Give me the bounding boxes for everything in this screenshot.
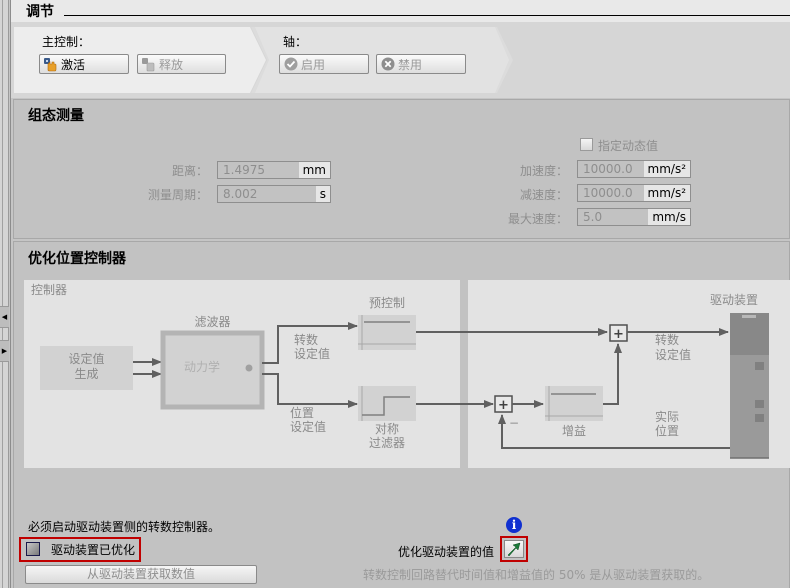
section-header: 调节 — [11, 0, 790, 22]
info-icon[interactable]: i — [506, 517, 522, 533]
activate-label: 激活 — [61, 57, 86, 72]
actual-position-line1: 实际 — [655, 410, 680, 424]
optimize-drive-highlight — [500, 536, 528, 562]
left-splitter[interactable]: ◀ ▶ — [0, 0, 9, 588]
position-setpoint-line1: 位置 — [290, 406, 315, 420]
period-label: 测量周期： — [147, 188, 208, 202]
period-field[interactable]: 8.002 s — [217, 185, 331, 203]
precontrol-label: 预控制 — [368, 296, 405, 310]
controller-label: 控制器 — [31, 283, 68, 297]
hand-control-icon — [43, 57, 58, 72]
tuning-panel: 调节 主控制： 激活 释放 — [11, 0, 790, 588]
period-value: 8.002 — [223, 187, 258, 201]
max-velocity-label: 最大速度： — [507, 212, 568, 226]
speed-controller-note: 必须启动驱动装置侧的转数控制器。 — [28, 520, 221, 534]
config-measurement-section: 组态测量 距离： 1.4975 mm 测量周期： 8.002 s 指定动态值 加… — [13, 99, 790, 239]
speed-setpoint-line2: 设定值 — [294, 347, 331, 361]
svg-text:+: + — [613, 327, 624, 342]
drive-optimized-highlight — [19, 537, 141, 562]
speed-setpoint-line1: 转数 — [294, 333, 319, 347]
release-button[interactable]: 释放 — [137, 54, 226, 74]
control-strip: 主控制： 激活 释放 轴： — [11, 22, 790, 98]
arrow-left-icon: ◀ — [1, 313, 8, 321]
distance-unit: mm — [298, 162, 330, 178]
collapse-left-button[interactable]: ◀ — [0, 306, 9, 328]
svg-text:+: + — [498, 398, 509, 413]
acceleration-label: 加速度： — [519, 164, 568, 178]
distance-field[interactable]: 1.4975 mm — [217, 161, 331, 179]
filter-label: 滤波器 — [194, 315, 231, 329]
acceleration-value: 10000.0 — [583, 162, 633, 176]
drive-optimized-checkbox[interactable] — [26, 542, 40, 556]
dynamics-label: 动力学 — [184, 360, 221, 374]
gain-label: 增益 — [561, 424, 586, 438]
deceleration-label: 减速度： — [519, 188, 568, 202]
disable-button[interactable]: 禁用 — [376, 54, 466, 74]
get-values-label: 从驱动装置获取数值 — [86, 567, 195, 581]
splitter-edge — [2, 0, 3, 588]
deceleration-unit: mm/s² — [643, 185, 690, 201]
max-velocity-field[interactable]: 5.0 mm/s — [577, 208, 691, 226]
max-velocity-value: 5.0 — [583, 210, 603, 224]
distance-label: 距离： — [171, 164, 208, 178]
minus-sign: − — [509, 416, 520, 430]
drive-label: 驱动装置 — [710, 293, 759, 307]
actual-position-line2: 位置 — [655, 424, 680, 438]
divider — [10, 0, 11, 588]
setpoint-gen-line2: 生成 — [74, 367, 99, 381]
dynamic-values-label: 指定动态值 — [598, 139, 659, 153]
get-values-from-drive-button[interactable]: 从驱动装置获取数值 — [25, 565, 257, 584]
controller-diagram: + + 控制器 设定值 生成 — [24, 280, 790, 468]
disable-label: 禁用 — [398, 57, 423, 72]
dynamic-values-checkbox[interactable] — [580, 138, 593, 151]
release-control-icon — [141, 57, 156, 72]
arrow-right-icon: ▶ — [1, 347, 8, 355]
title-underline — [64, 15, 790, 16]
acceleration-unit: mm/s² — [643, 161, 690, 177]
check-circle-icon — [283, 57, 298, 72]
optimize-title: 优化位置控制器 — [28, 251, 126, 267]
period-unit: s — [315, 186, 330, 202]
speed-setpoint-right-line1: 转数 — [655, 333, 680, 347]
diagram-lines: + + — [40, 313, 769, 459]
drive-values-info-text: 转数控制回路替代时间值和增益值的 50% 是从驱动装置获取的。 — [363, 568, 710, 582]
sym-filter-line1: 对称 — [374, 422, 399, 436]
enable-button[interactable]: 启用 — [279, 54, 369, 74]
setpoint-gen-line1: 设定值 — [68, 352, 105, 366]
config-measurement-title: 组态测量 — [28, 108, 84, 124]
acceleration-field[interactable]: 10000.0 mm/s² — [577, 160, 691, 178]
sym-filter-line2: 过滤器 — [368, 436, 405, 450]
release-label: 释放 — [159, 57, 184, 72]
arrow-up-right-icon — [507, 542, 521, 557]
page-title: 调节 — [26, 4, 54, 20]
position-setpoint-line2: 设定值 — [290, 420, 327, 434]
drive-optimized-label: 驱动装置已优化 — [51, 543, 136, 557]
optimize-drive-values-label: 优化驱动装置的值 — [398, 545, 495, 559]
enable-label: 启用 — [301, 57, 326, 72]
speed-setpoint-right-line2: 设定值 — [655, 348, 692, 362]
x-circle-icon — [380, 57, 395, 72]
max-velocity-unit: mm/s — [648, 209, 690, 225]
master-control-label: 主控制： — [42, 35, 91, 49]
deceleration-value: 10000.0 — [583, 186, 633, 200]
deceleration-field[interactable]: 10000.0 mm/s² — [577, 184, 691, 202]
axis-label: 轴： — [283, 35, 308, 49]
activate-button[interactable]: 激活 — [39, 54, 129, 74]
go-to-drive-values-button[interactable] — [504, 540, 524, 558]
distance-value: 1.4975 — [223, 163, 265, 177]
expand-right-button[interactable]: ▶ — [0, 340, 9, 362]
